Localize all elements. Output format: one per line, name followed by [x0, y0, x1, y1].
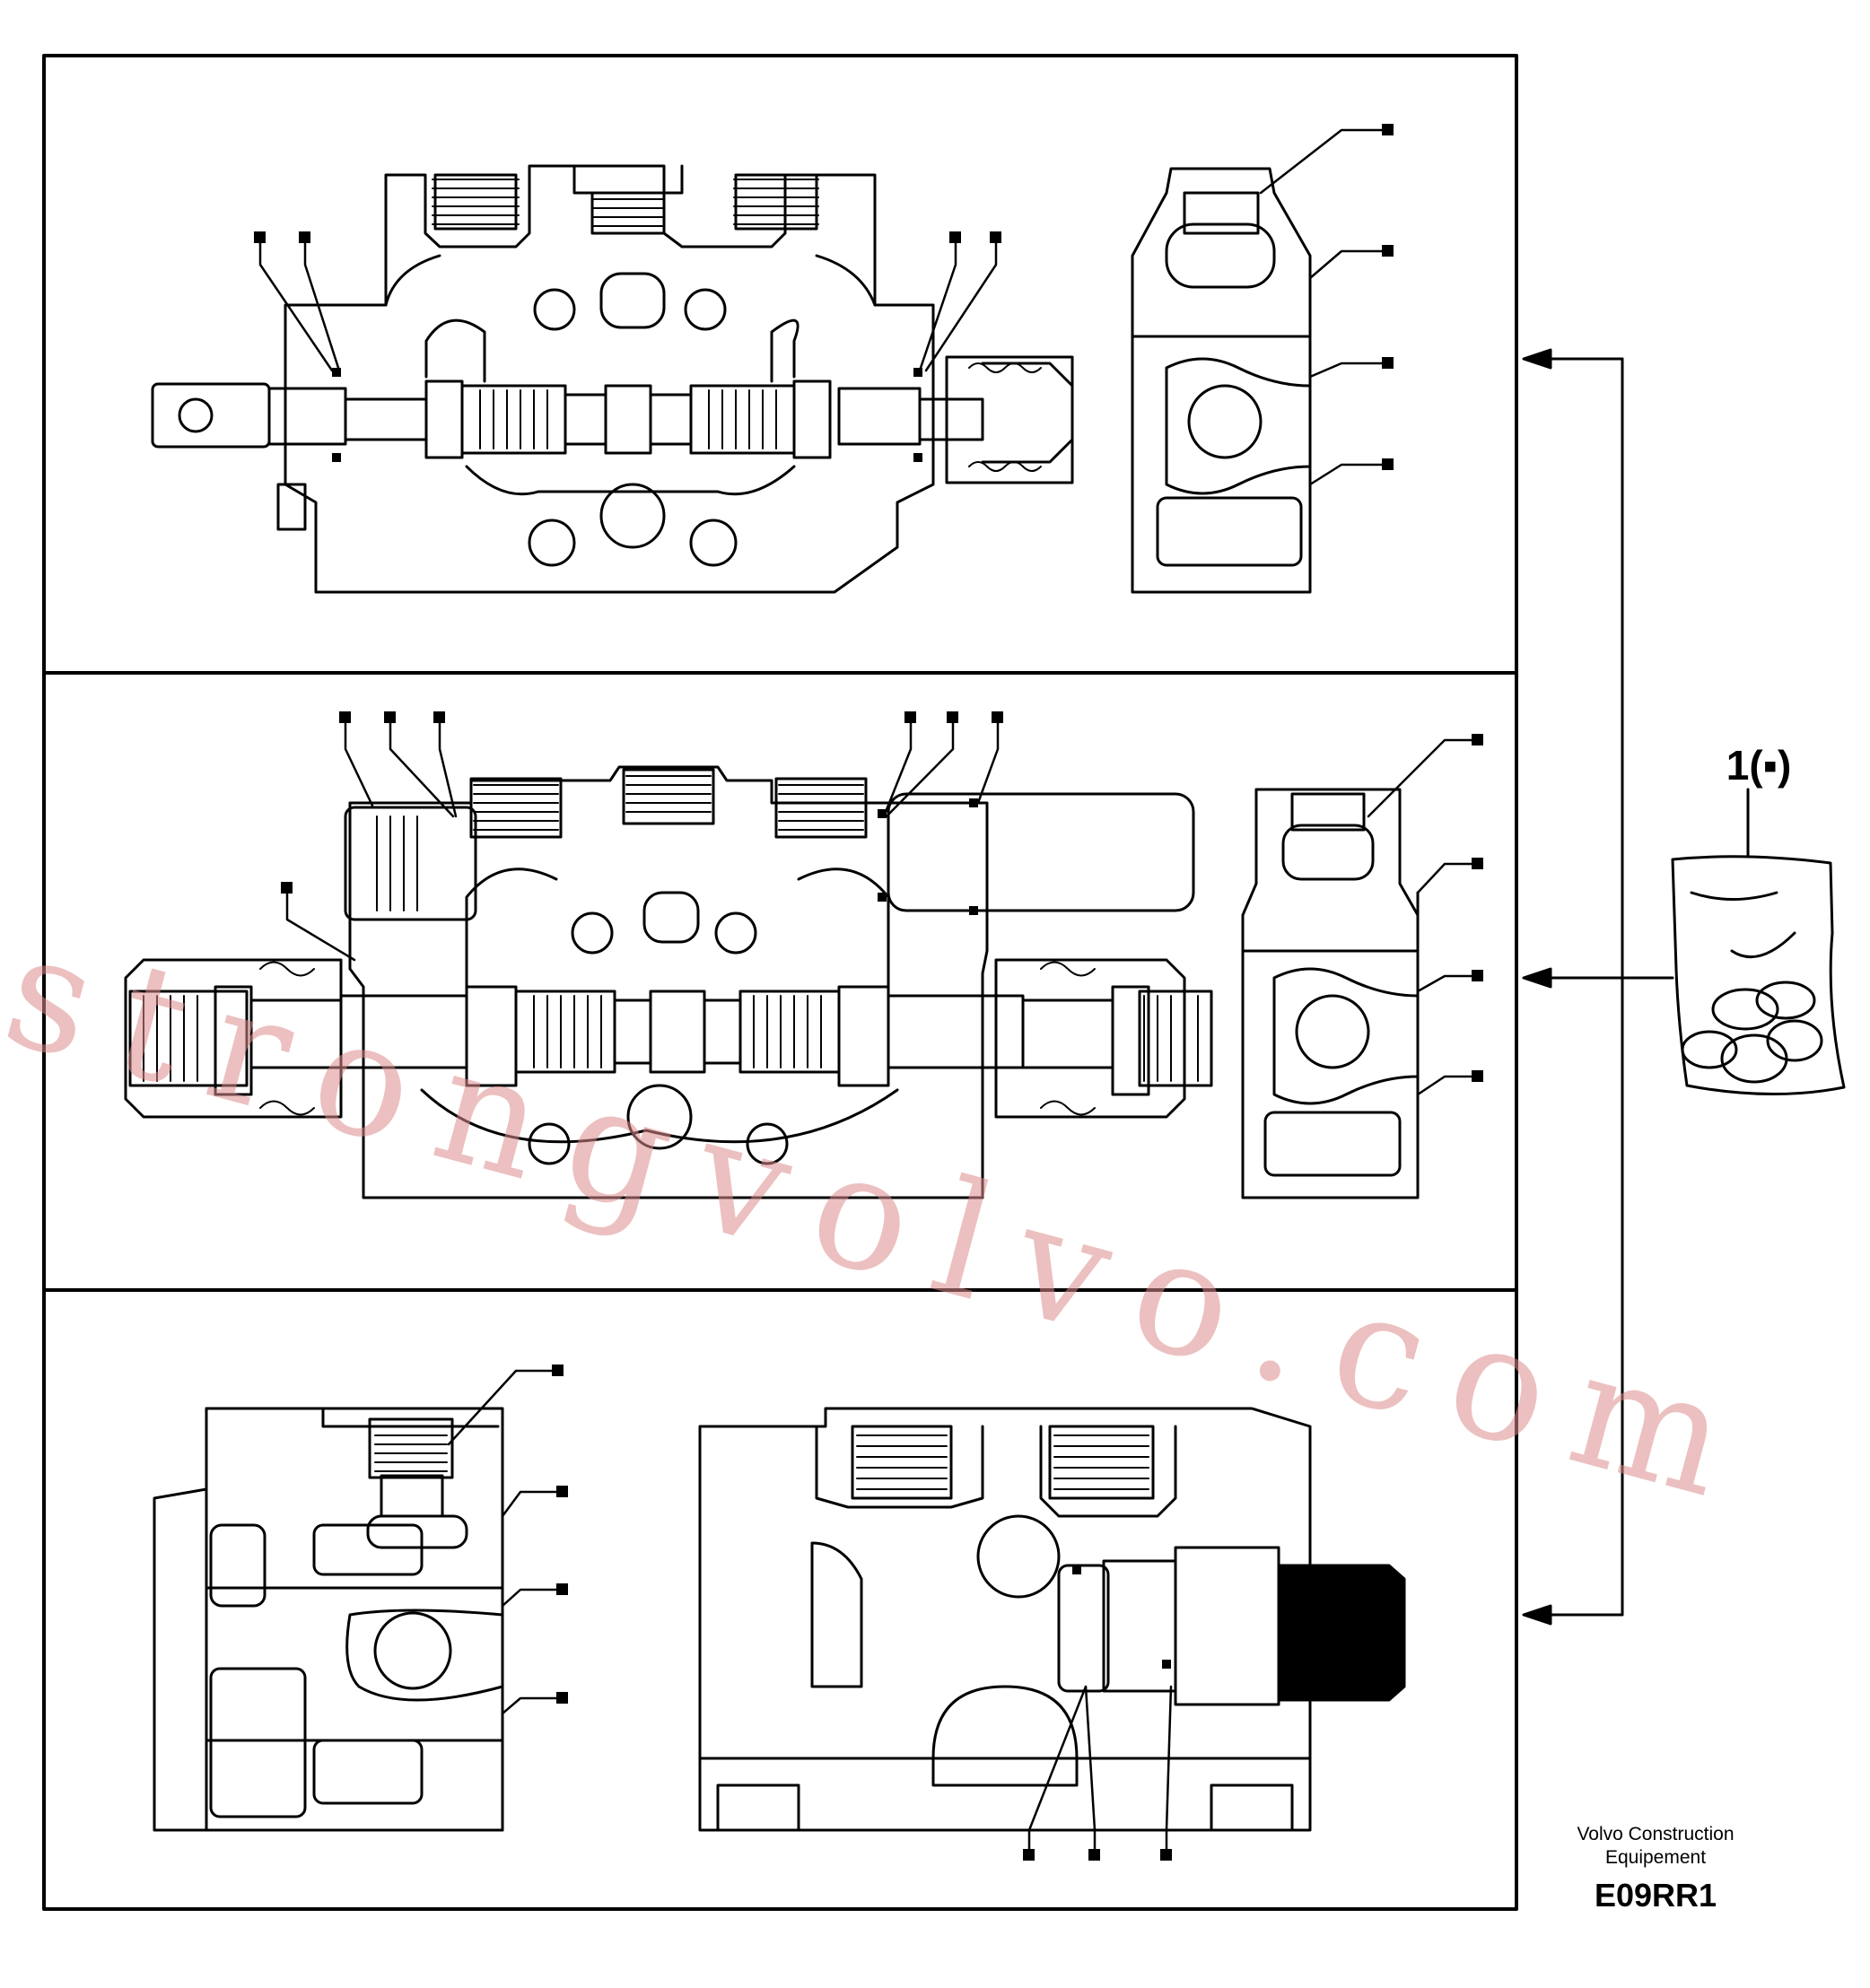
seal-kit-bag-icon — [1671, 788, 1846, 1095]
kit-label: 1(▪) — [1726, 742, 1792, 789]
middle-valve-section — [124, 765, 1213, 1199]
callout-markers — [254, 124, 1483, 1861]
top-valve-section — [151, 164, 1074, 594]
bottom-side-view — [153, 1407, 504, 1832]
callout-leaders — [258, 128, 1473, 1857]
kit-arrows — [1522, 348, 1674, 1626]
middle-side-view — [1241, 788, 1420, 1199]
top-panel — [42, 54, 1518, 675]
top-side-view — [1131, 167, 1312, 594]
bottom-valve-section — [698, 1407, 1406, 1832]
bottom-panel — [42, 1288, 1518, 1911]
credit-block: Volvo Construction Equipement — [1521, 1823, 1790, 1870]
credit-line-1: Volvo Construction — [1577, 1824, 1735, 1844]
drawing-code: E09RR1 — [1594, 1877, 1717, 1914]
credit-line-2: Equipement — [1604, 1847, 1707, 1868]
